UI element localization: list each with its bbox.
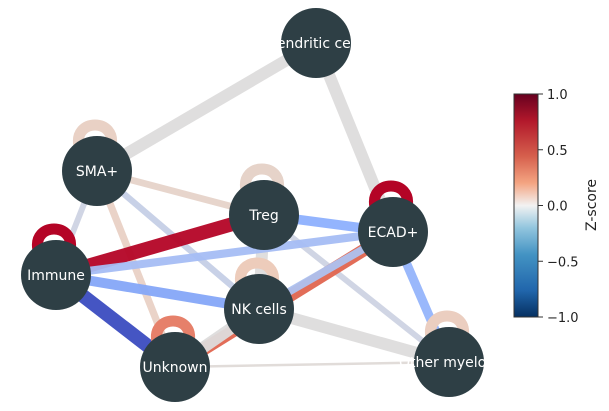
edge-dendritic-sma: [93, 37, 320, 177]
node-circle: [229, 180, 299, 250]
colorbar-tick-label: 0.0: [547, 200, 568, 215]
node-dendritic: Dendritic cells: [266, 8, 366, 78]
node-circle: [281, 8, 351, 78]
self-loop-unknown: [151, 315, 195, 348]
edge-treg-immune: [54, 208, 266, 282]
node-label: Treg: [248, 208, 278, 224]
node-unknown: Unknown: [140, 332, 210, 402]
colorbar-tick-label: −0.5: [547, 255, 579, 270]
self-loop-sma: [73, 119, 117, 152]
node-circle: [224, 274, 294, 344]
edge-immune-ecad: [55, 227, 394, 280]
node-label: Dendritic cells: [266, 36, 366, 52]
node-myeloid: Other myeloid: [399, 327, 499, 397]
self-loop-nk: [235, 257, 279, 290]
node-sma: SMA+: [62, 136, 132, 206]
node-label: Other myeloid: [399, 355, 499, 371]
node-immune: Immune: [21, 240, 91, 310]
colorbar-tick-label: 0.5: [547, 144, 568, 159]
self-loop-immune: [32, 223, 76, 256]
colorbar-tick-label: 1.0: [547, 88, 568, 103]
node-treg: Treg: [229, 180, 299, 250]
edge-unknown-myeloid: [174, 360, 450, 369]
colorbar-gradient: [513, 93, 539, 318]
node-circle: [21, 240, 91, 310]
colorbar-ticks: 1.0 0.5 0.0 −0.5 −1.0: [538, 88, 579, 326]
self-loops-layer: [32, 119, 469, 348]
node-label: NK cells: [231, 302, 287, 318]
node-circle: [358, 197, 428, 267]
colorbar: 1.0 0.5 0.0 −0.5 −1.0 Z-score: [513, 88, 600, 326]
node-label: ECAD+: [368, 225, 419, 241]
node-ecad: ECAD+: [358, 197, 428, 267]
self-loop-myeloid: [425, 310, 469, 343]
self-loop-treg: [240, 163, 284, 196]
node-label: Unknown: [143, 360, 208, 376]
node-circle: [62, 136, 132, 206]
colorbar-tick-label: −1.0: [547, 311, 579, 326]
node-circle: [414, 327, 484, 397]
node-nk: NK cells: [224, 274, 294, 344]
self-loop-ecad: [369, 180, 413, 213]
edge-treg-myeloid: [262, 212, 451, 365]
node-label: Immune: [27, 268, 85, 284]
node-circle: [140, 332, 210, 402]
node-label: SMA+: [76, 164, 118, 180]
colorbar-title: Z-score: [584, 179, 600, 231]
